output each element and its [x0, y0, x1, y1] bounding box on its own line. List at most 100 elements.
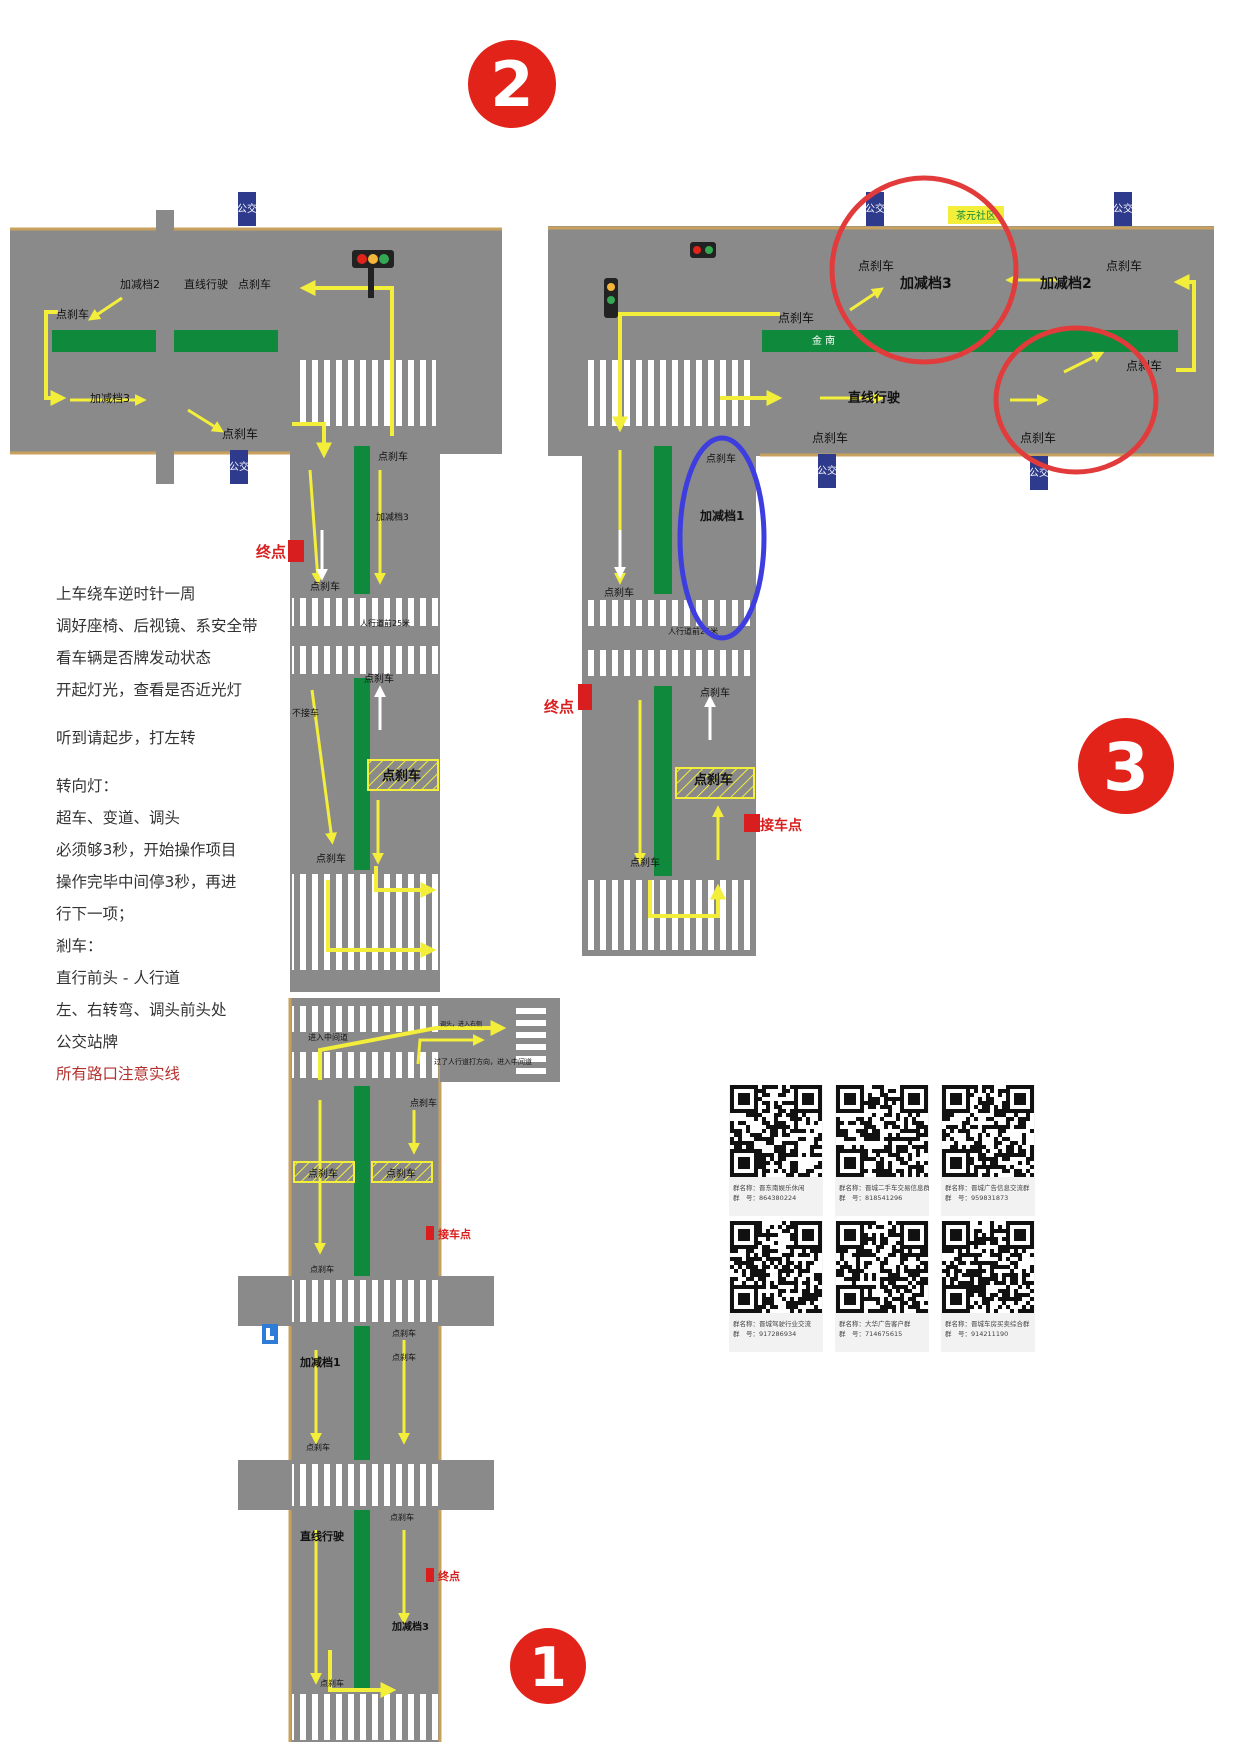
- end-label: 终点: [438, 1569, 460, 1583]
- median: [654, 446, 672, 594]
- parking-sign: [262, 1324, 278, 1344]
- svg-text:公交: 公交: [817, 464, 837, 477]
- median: [174, 330, 278, 352]
- note-line: 行下一项；: [56, 905, 134, 923]
- svg-text:公交: 公交: [1029, 466, 1049, 479]
- qr-card[interactable]: 群名称：大华广告客户群群 号：714675615: [835, 1221, 929, 1352]
- badge-3: [1078, 718, 1174, 814]
- road-label: 过了人行道打方向，进入中间道: [434, 1057, 532, 1066]
- note-line: 转向灯：: [56, 777, 119, 795]
- route-arrow: [416, 1034, 485, 1065]
- median: [354, 446, 370, 594]
- median: [354, 1086, 370, 1276]
- crosswalk: [584, 600, 754, 626]
- median: [354, 678, 370, 870]
- note-line: 调好座椅、后视镜、系安全带: [56, 617, 258, 635]
- qr-card[interactable]: 群名称：晋东南娱乐休闲群 号：864380224: [729, 1085, 823, 1216]
- qr-caption: 群名称：晋城驾驶行业交流群 号：917286934: [733, 1319, 823, 1339]
- qr-card[interactable]: 群名称：晋城车房买卖综合群群 号：914211190: [941, 1221, 1035, 1352]
- end-label: 终点: [544, 698, 574, 716]
- pickup-marker: [744, 814, 760, 832]
- route-arrow: [299, 280, 394, 436]
- traffic-light: [604, 278, 618, 318]
- road-label: 点刹车: [56, 307, 89, 321]
- road-label: 人行道前25米: [360, 618, 410, 628]
- road-label: 点刹车: [306, 1442, 330, 1452]
- road-label: 点刹车: [392, 1328, 416, 1338]
- median: [354, 1326, 370, 1460]
- note-line-warning: 所有路口注意实线: [56, 1065, 181, 1083]
- community-sign-label: 茶元社区: [956, 209, 996, 222]
- note-line: 公交站牌: [56, 1033, 119, 1051]
- road-label: 点刹车: [378, 450, 408, 463]
- note-line: 直行前头 - 人行道: [56, 969, 180, 987]
- road-label: 直线行驶: [848, 390, 900, 406]
- badge-3-number: 3: [1103, 729, 1149, 806]
- road-label: 点刹车: [310, 1264, 334, 1274]
- bus-sign: 公交: [817, 454, 837, 488]
- road-label: 加减档2: [1039, 275, 1092, 292]
- qr-card[interactable]: 群名称：晋城二手车交易信息群群 号：818541296: [835, 1085, 929, 1216]
- crosswalk: [292, 1694, 438, 1740]
- qr-caption: 群名称：晋东南娱乐休闲群 号：864380224: [733, 1183, 823, 1203]
- crosswalk: [292, 1280, 438, 1322]
- route-arrow: [1173, 274, 1196, 372]
- note-line: 上车绕车逆时针一周: [56, 585, 196, 603]
- road-label: 金 南: [812, 334, 835, 347]
- note-line: 左、右转弯、调头前头处: [56, 1001, 227, 1019]
- instructions-list: 上车绕车逆时针一周 调好座椅、后视镜、系安全带 看车辆是否牌发动状态 开起灯光，…: [56, 578, 276, 1090]
- road-label: 点刹车: [382, 768, 421, 784]
- road-label: 点刹车: [604, 586, 634, 599]
- route-arrow: [328, 1650, 397, 1698]
- road-label: 点刹车: [238, 277, 271, 291]
- qr-group-name: 群名称：晋城驾驶行业交流: [733, 1320, 811, 1328]
- road-label: 点刹车: [694, 772, 733, 788]
- crosswalk: [296, 360, 436, 426]
- qr-group-number: 群 号：959831873: [945, 1194, 1009, 1202]
- route-arrow: [310, 689, 337, 845]
- qr-caption: 群名称：晋城二手车交易信息群群 号：818541296: [839, 1183, 929, 1203]
- note-gap: [56, 754, 276, 770]
- qr-caption: 群名称：晋城广告信息交流群群 号：959831873: [945, 1183, 1035, 1203]
- route-arrow: [326, 880, 437, 958]
- qr-code-icon: [730, 1085, 822, 1177]
- road-label: 点刹车: [364, 672, 394, 685]
- hatch-box: [367, 759, 439, 791]
- qr-code-icon: [942, 1221, 1034, 1313]
- qr-code-icon: [730, 1221, 822, 1313]
- road-label: 人行道前25米: [668, 626, 718, 636]
- qr-caption: 群名称：大华广告客户群群 号：714675615: [839, 1319, 929, 1339]
- qr-code-icon: [942, 1085, 1034, 1177]
- end-marker: [578, 684, 592, 710]
- road-label: 加减档3: [90, 391, 130, 405]
- crosswalk: [292, 598, 438, 626]
- note-line: 看车辆是否牌发动状态: [56, 649, 212, 667]
- median: [762, 330, 1178, 352]
- badge-2: [468, 40, 556, 128]
- road-label: 点刹车: [1106, 258, 1142, 273]
- qr-group-number: 群 号：864380224: [733, 1194, 797, 1202]
- diagram-2: 公交 公交 终点 加减档2 直线行驶 点刹车 点刹车 加减档3 点刹车 点刹车 …: [10, 40, 556, 992]
- traffic-light: [352, 250, 394, 298]
- diagram-3: 金 南 公交 公交 公交 公交 茶元社区 终点 接车点 点刹车: [544, 175, 1214, 956]
- qr-group-name: 群名称：晋东南娱乐休闲: [733, 1184, 805, 1192]
- route-arrow: [1063, 351, 1105, 374]
- badge-1-number: 1: [529, 1636, 567, 1699]
- qr-group-name: 群名称：晋城车房买卖综合群: [945, 1320, 1030, 1328]
- qr-card[interactable]: 群名称：晋城广告信息交流群群 号：959831873: [941, 1085, 1035, 1216]
- route-arrow: [292, 422, 332, 459]
- bus-sign: 公交: [1113, 192, 1133, 226]
- median: [52, 330, 156, 352]
- road-label: 点刹车: [778, 310, 814, 325]
- note-line: 超车、变道、调头: [56, 809, 181, 827]
- svg-text:公交: 公交: [229, 460, 249, 473]
- road-label: 点刹车: [812, 430, 848, 445]
- road-label: 点刹车: [630, 856, 660, 869]
- qr-card[interactable]: 群名称：晋城驾驶行业交流群 号：917286934: [729, 1221, 823, 1352]
- note-line: 必须够3秒，开始操作项目: [56, 841, 237, 859]
- community-sign: [948, 206, 1004, 224]
- route-arrow: [318, 1020, 507, 1080]
- diagram-1: 接车点 终点 进入中间道 过了人行道打方向，进入中间道 调头，进入右侧 点刹车 …: [238, 998, 586, 1742]
- qr-code-icon: [836, 1221, 928, 1313]
